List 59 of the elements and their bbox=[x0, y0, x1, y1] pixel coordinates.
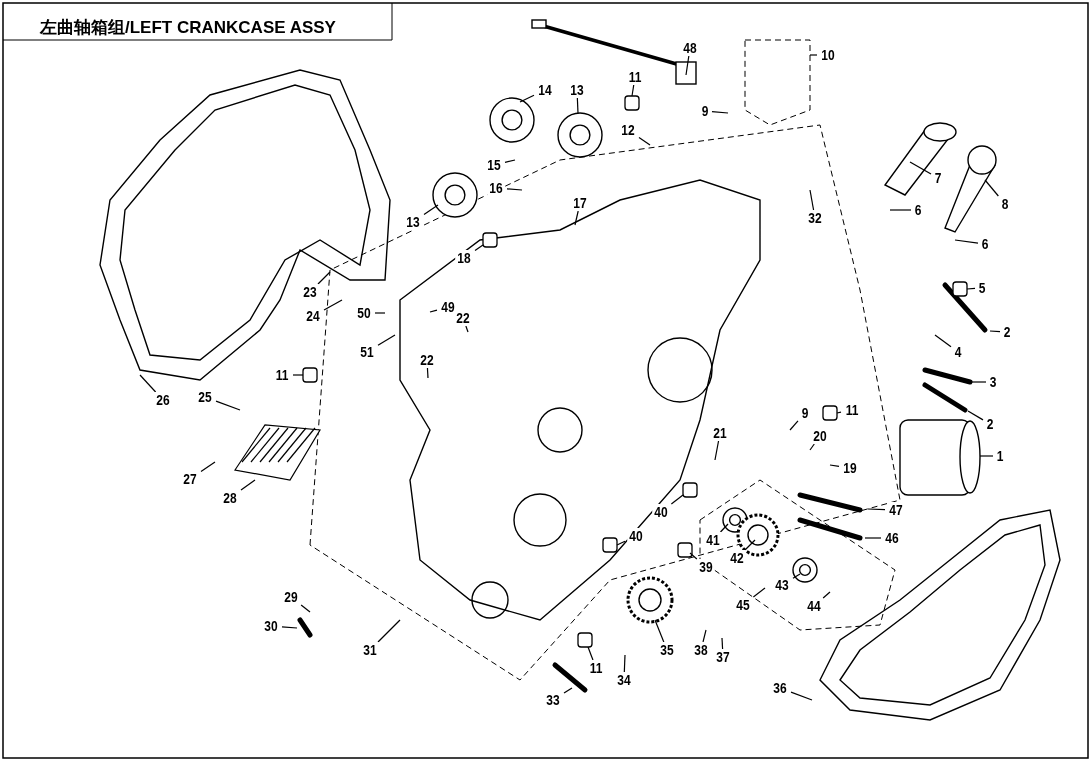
leader-line bbox=[829, 464, 840, 467]
leader-line bbox=[631, 84, 635, 97]
leader-line bbox=[989, 330, 1001, 333]
leader-line bbox=[752, 587, 766, 598]
leader-line bbox=[954, 239, 979, 244]
leader-line bbox=[200, 461, 216, 473]
leader-line bbox=[506, 188, 523, 191]
leader-line bbox=[967, 410, 984, 421]
leader-line bbox=[702, 629, 707, 643]
leader-line bbox=[623, 654, 626, 673]
leader-line bbox=[323, 299, 343, 311]
leader-line bbox=[809, 443, 815, 451]
leader-line bbox=[864, 537, 882, 539]
leader-line bbox=[789, 420, 799, 431]
leader-line bbox=[721, 637, 724, 650]
leader-line bbox=[300, 604, 311, 613]
leader-line bbox=[971, 381, 987, 383]
leader-line bbox=[966, 287, 976, 290]
leader-line bbox=[519, 94, 535, 103]
leader-line bbox=[374, 312, 386, 314]
leader-line bbox=[215, 400, 241, 411]
leader-line bbox=[240, 479, 256, 491]
leader-line bbox=[474, 244, 484, 252]
leader-line bbox=[685, 55, 690, 76]
leader-line bbox=[281, 626, 298, 629]
leader-line bbox=[574, 210, 579, 226]
leader-line bbox=[465, 325, 469, 333]
leader-line bbox=[889, 209, 912, 211]
leader-line bbox=[587, 646, 594, 661]
leader-line bbox=[714, 440, 720, 461]
leader-line bbox=[719, 523, 729, 533]
leader-line bbox=[423, 204, 439, 216]
leader-line bbox=[909, 161, 932, 175]
leader-line bbox=[790, 691, 813, 701]
leader-line bbox=[836, 411, 842, 414]
leader-line bbox=[292, 374, 304, 376]
leader-line bbox=[426, 367, 429, 379]
leader-line bbox=[616, 540, 626, 546]
title: 左曲轴箱组/LEFT CRANKCASE ASSY bbox=[40, 17, 336, 39]
leader-line bbox=[504, 159, 516, 163]
leader-line bbox=[689, 552, 698, 560]
leader-line bbox=[979, 455, 994, 457]
leader-line bbox=[711, 111, 729, 114]
leader-line bbox=[809, 189, 815, 211]
leader-line bbox=[934, 334, 952, 348]
leader-line bbox=[576, 97, 579, 114]
leader-line bbox=[563, 687, 573, 694]
leader-line bbox=[670, 494, 684, 505]
leader-line bbox=[809, 54, 818, 56]
leader-line bbox=[377, 334, 396, 346]
leader-line bbox=[867, 508, 886, 511]
leader-line bbox=[984, 179, 999, 197]
leader-line bbox=[654, 619, 665, 643]
leader-line bbox=[139, 374, 157, 393]
leader-line bbox=[792, 573, 801, 579]
leader-line bbox=[638, 136, 651, 146]
leader-line bbox=[377, 619, 401, 643]
leader-line bbox=[822, 591, 831, 599]
leader-line bbox=[429, 309, 438, 313]
